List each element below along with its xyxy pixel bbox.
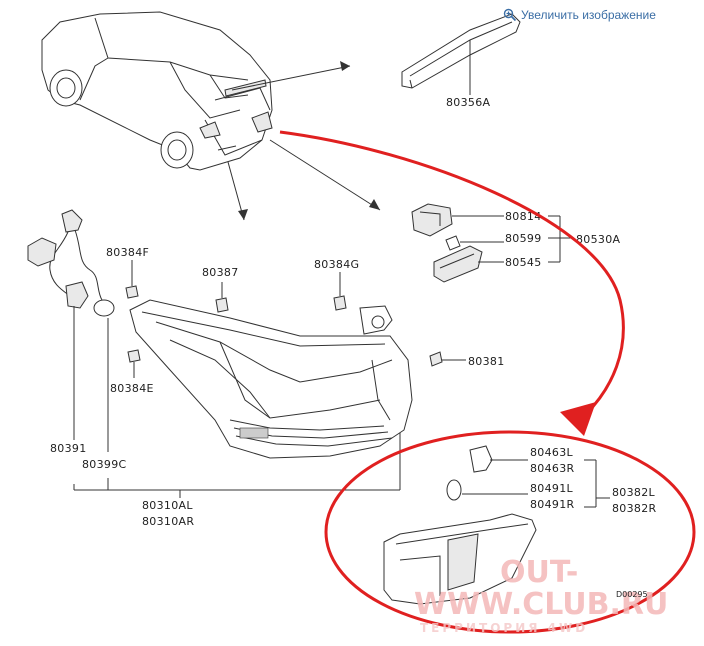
red-highlight <box>279 130 696 634</box>
part-label-80491R: 80491R <box>530 498 574 511</box>
part-label-80382R: 80382R <box>612 502 656 515</box>
wiring-harness <box>27 209 401 498</box>
part-label-80814: 80814 <box>505 210 542 223</box>
part-label-80545: 80545 <box>505 256 542 269</box>
part-label-80381: 80381 <box>468 355 505 368</box>
license-lamp-parts <box>411 203 572 283</box>
enlarge-image-link[interactable]: Увеличить изображение <box>503 6 656 24</box>
rear-combination-lamp <box>129 299 413 459</box>
enlarge-image-label: Увеличить изображение <box>521 8 656 22</box>
part-label-80384F: 80384F <box>106 246 149 259</box>
part-label-80384E: 80384E <box>110 382 154 395</box>
part-label-80356A: 80356A <box>446 96 490 109</box>
svg-text:OUT-: OUT- <box>500 555 578 590</box>
part-label-80463L: 80463L <box>530 446 573 459</box>
magnifier-plus-icon <box>503 8 517 22</box>
part-label-80530A: 80530A <box>576 233 620 246</box>
vehicle-outline <box>41 11 273 171</box>
fasteners <box>125 260 466 378</box>
pointer-arrows <box>227 61 381 221</box>
part-label-80399C: 80399C <box>82 458 126 471</box>
part-label-80382L: 80382L <box>612 486 655 499</box>
svg-text:WWW.CLUB.RU: WWW.CLUB.RU <box>414 587 668 622</box>
part-label-80599: 80599 <box>505 232 542 245</box>
svg-text:ТЕРРИТОРИЯ 4WD: ТЕРРИТОРИЯ 4WD <box>420 621 588 635</box>
part-label-80491L: 80491L <box>530 482 573 495</box>
watermark: OUT- WWW.CLUB.RU ТЕРРИТОРИЯ 4WD <box>414 555 668 635</box>
part-label-80463R: 80463R <box>530 462 574 475</box>
rear-reflector <box>383 445 610 605</box>
part-label-80387: 80387 <box>202 266 239 279</box>
diagram-code: D00295 <box>616 590 648 599</box>
part-label-80310AR: 80310AR <box>142 515 194 528</box>
part-label-80391: 80391 <box>50 442 87 455</box>
part-label-80384G: 80384G <box>314 258 359 271</box>
part-label-80310AL: 80310AL <box>142 499 193 512</box>
high-mount-stop-lamp <box>401 13 521 95</box>
